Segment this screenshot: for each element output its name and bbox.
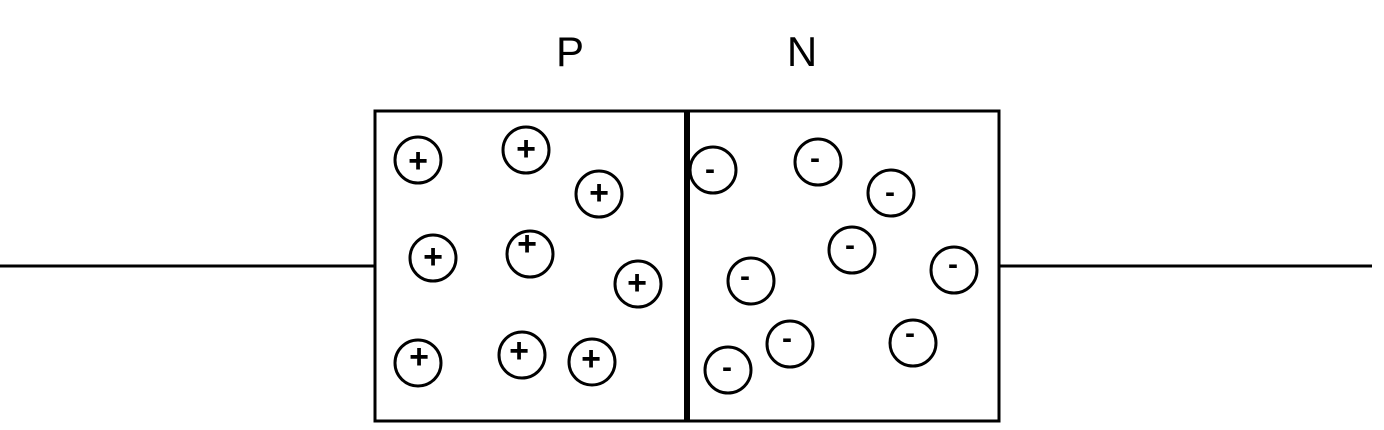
p-carriers: + + + + + + + + [393,125,663,388]
electron-charge: - [688,145,738,195]
hole-charge: + [501,125,551,175]
svg-text:+: + [589,174,609,212]
hole-charge: + [408,233,458,283]
n-region-label: N [787,28,817,75]
svg-text:+: + [517,225,537,263]
svg-text:+: + [423,238,443,276]
hole-charge: + [393,338,443,388]
electron-charge: - [793,137,843,187]
svg-text:-: - [948,248,958,281]
svg-text:-: - [810,142,820,175]
electron-charge: - [726,256,776,306]
svg-text:-: - [705,153,715,186]
p-region-label: P [556,28,584,75]
svg-text:+: + [581,340,601,378]
hole-charge: + [574,169,624,219]
svg-text:+: + [509,332,529,370]
svg-text:+: + [627,264,647,302]
svg-text:+: + [409,338,429,376]
electron-charge: - [929,245,979,295]
svg-text:-: - [722,351,732,384]
svg-text:-: - [845,229,855,262]
electron-charge: - [827,225,877,275]
hole-charge: + [393,135,443,185]
hole-charge: + [567,337,617,387]
svg-text:-: - [905,317,915,350]
svg-text:+: + [408,142,428,180]
electron-charge: - [765,319,815,369]
electron-charge: - [703,345,753,395]
electron-charge: - [888,317,938,368]
svg-text:+: + [516,130,536,168]
hole-charge: + [497,330,547,380]
n-carriers: - - - - - - - - [688,137,979,395]
hole-charge: + [613,259,663,309]
electron-charge: - [866,168,916,218]
svg-text:-: - [740,260,750,293]
svg-text:-: - [885,176,895,209]
hole-charge: + [505,225,555,279]
svg-text:-: - [782,322,792,355]
